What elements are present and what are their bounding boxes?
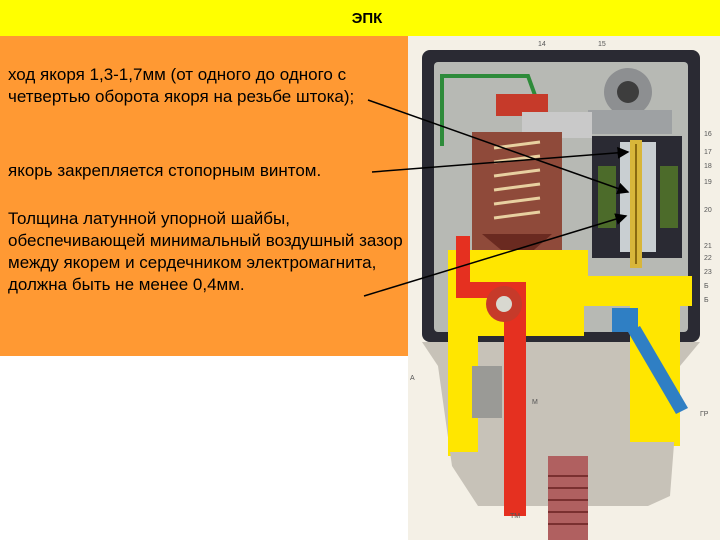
diagram-label-b2: Б xyxy=(704,297,709,304)
paragraph-locking-screw: якорь закрепляется стопорным винтом. xyxy=(8,161,322,180)
diagram-label-14: 14 xyxy=(538,41,546,48)
slide-title-bar: ЭПК xyxy=(0,0,720,36)
diagram-label-tm: ТМ xyxy=(510,513,520,520)
diagram-label-23: 23 xyxy=(704,269,712,276)
diagram-label-16: 16 xyxy=(704,131,712,138)
diagram-label-20: 20 xyxy=(704,207,712,214)
slide-title: ЭПК xyxy=(351,9,383,27)
bottom-nipple xyxy=(548,456,588,540)
diagram-label-m: М xyxy=(532,399,538,406)
diagram-label-15: 15 xyxy=(598,41,606,48)
diagram-label-21: 21 xyxy=(704,243,712,250)
diagram-label-b1: Б xyxy=(704,283,709,290)
diagram-label-gr: ГР xyxy=(700,411,709,418)
diagram-label-17: 17 xyxy=(704,149,712,156)
valve-cutaway-diagram: 14 15 16 17 18 19 20 21 22 23 Б Б А ГР Т… xyxy=(408,36,720,540)
diagram-label-a: А xyxy=(410,375,415,382)
diagram-label-18: 18 xyxy=(704,163,712,170)
paragraph-washer-thickness: Толщина латунной упорной шайбы, обеспечи… xyxy=(8,209,403,294)
blue-fitting xyxy=(612,308,638,332)
paragraph-armature-stroke: ход якоря 1,3-1,7мм (от одного до одного… xyxy=(8,65,355,106)
diagram-label-19: 19 xyxy=(704,179,712,186)
diagram-label-22: 22 xyxy=(704,255,712,262)
text-panel: ход якоря 1,3-1,7мм (от одного до одного… xyxy=(0,36,408,356)
